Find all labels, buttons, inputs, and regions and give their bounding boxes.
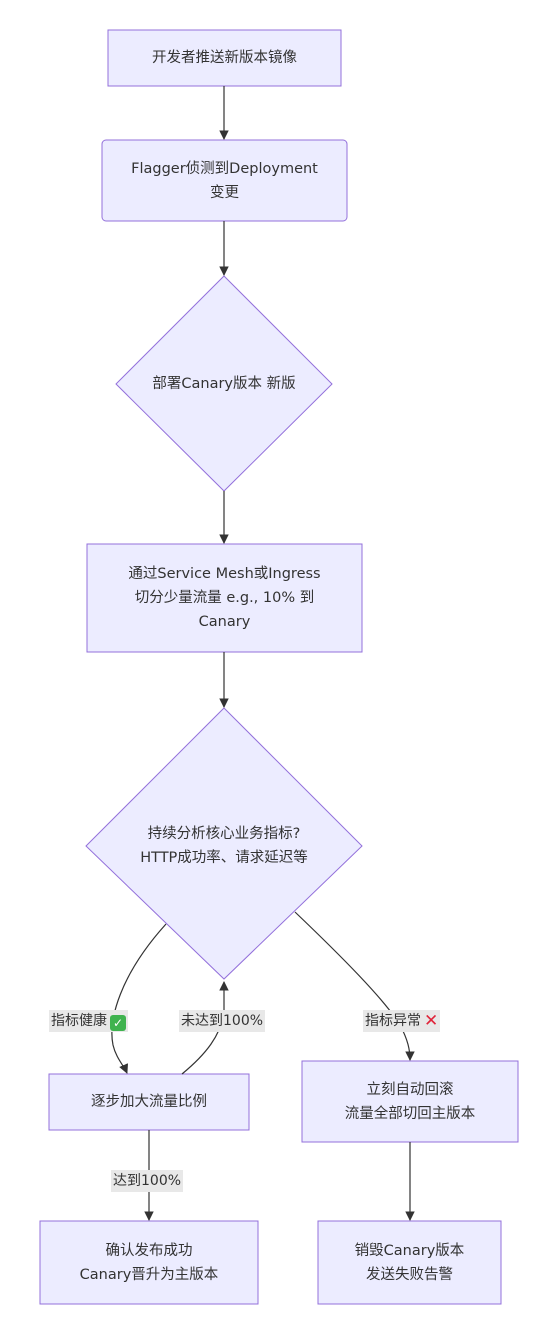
edge-label-reached: 达到100% (111, 1170, 184, 1192)
cross-icon: ✕ (424, 1011, 439, 1031)
node-destroy-label: 销毁Canary版本 发送失败告警 (354, 1242, 465, 1283)
node-deploy-label: 部署Canary版本 新版 (152, 376, 296, 392)
node-split (86, 543, 363, 653)
edge-label-abnormal: 指标异常✕ (363, 1010, 441, 1032)
node-split-label: 通过Service Mesh或Ingress 切分少量流量 e.g., 10% … (128, 566, 321, 630)
node-analyze (85, 707, 363, 980)
node-push-label: 开发者推送新版本镜像 (152, 50, 297, 66)
check-icon: ✓ (110, 1015, 126, 1031)
node-rollback-label: 立刻自动回滚 流量全部切回主版本 (344, 1081, 476, 1122)
node-destroy (317, 1220, 502, 1305)
edge-analyze-rollback (294, 911, 415, 1061)
edge-label-healthy: 指标健康✓ (49, 1010, 128, 1032)
edge-analyze-increase (111, 923, 167, 1074)
edge-label-not-reached: 未达到100% (179, 1010, 266, 1032)
node-rollback (301, 1060, 519, 1143)
node-detect-label: Flagger侦测到Deployment 变更 (131, 160, 318, 201)
node-push (107, 29, 342, 87)
node-increase-label: 逐步加大流量比例 (91, 1094, 207, 1110)
node-promote-label: 确认发布成功 Canary晋升为主版本 (79, 1242, 219, 1283)
node-analyze-label: 持续分析核心业务指标? HTTP成功率、请求延迟等 (140, 826, 308, 866)
node-increase (48, 1073, 250, 1131)
node-promote (39, 1220, 259, 1305)
